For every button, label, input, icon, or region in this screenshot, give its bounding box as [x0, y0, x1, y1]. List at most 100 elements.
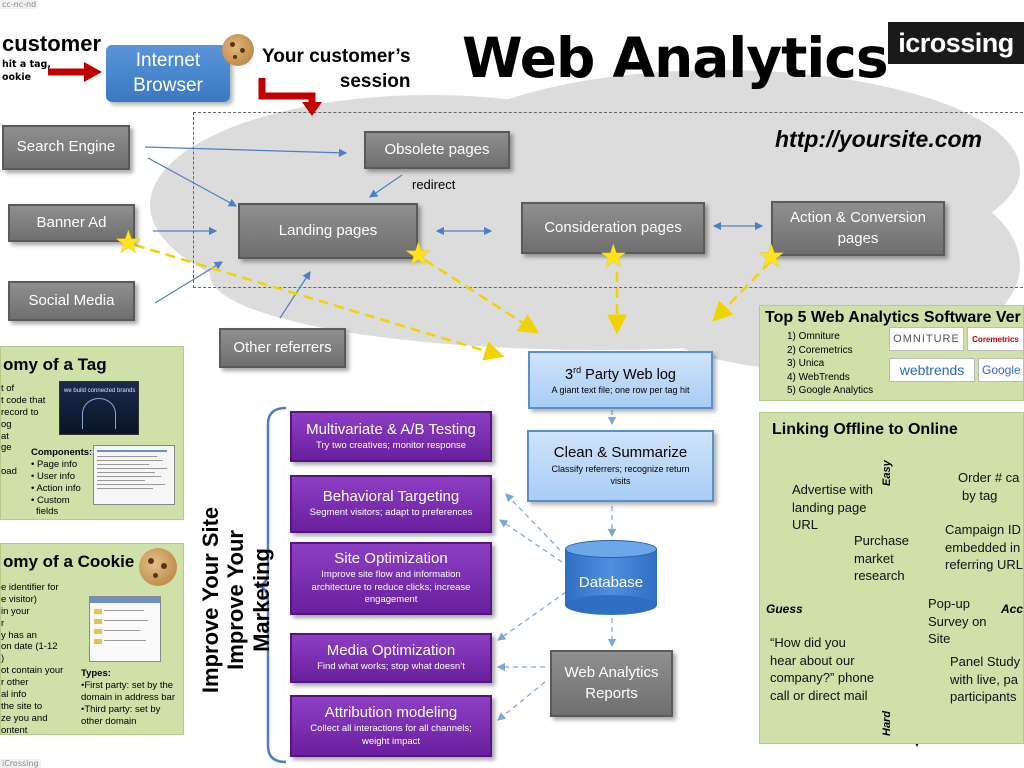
icrossing-logo: icrossing: [888, 22, 1024, 64]
improve-line-1: Improve Your Site: [198, 506, 224, 694]
reports-line-1: Web Analytics: [564, 664, 659, 682]
obsolete-pages-box: Obsolete pages: [364, 131, 510, 169]
cookie-icon: [222, 34, 254, 66]
clean-subtitle: Classify referrers; recognize return vis…: [551, 464, 690, 486]
marketing-title: Multivariate & A/B Testing: [306, 420, 476, 438]
multivariate-testing-box: Multivariate & A/B Testing Try two creat…: [290, 411, 492, 462]
other-referrers-box: Other referrers: [219, 328, 346, 368]
redirect-label: redirect: [412, 177, 456, 192]
watermark-bottom: iCrossing: [0, 759, 41, 768]
consideration-pages-box: Consideration pages: [521, 202, 705, 254]
web-analytics-reports-box: Web Analytics Reports: [550, 650, 673, 717]
page-title: Web Analytics: [462, 26, 889, 90]
website-screenshot-thumbnail: we build connected brands: [59, 381, 139, 435]
cookie-folder-screenshot: [89, 596, 161, 662]
star-icon: ★: [114, 223, 143, 261]
weblog-subtitle: A giant text file; one row per tag hit: [551, 384, 690, 395]
site-url: http://yoursite.com: [775, 126, 983, 152]
logo-text: icrossing: [898, 27, 1014, 58]
code-screenshot-thumbnail: [93, 445, 175, 505]
google-analytics-logo: Google A: [978, 358, 1023, 382]
cookie-image-icon: [139, 548, 177, 586]
omniture-logo: OMNITURE: [889, 327, 964, 351]
marketing-title: Attribution modeling: [324, 704, 458, 722]
marketing-subtitle: Find what works; stop what doesn’t: [317, 661, 465, 673]
quadrant-popup: Pop-up Survey on Site: [928, 596, 987, 647]
session-label: Your customer’s session: [262, 45, 411, 94]
browser-line-2: Browser: [133, 74, 203, 96]
reports-line-2: Reports: [585, 684, 638, 702]
vendor-item: 3) Unica: [787, 358, 825, 369]
session-line-2: session: [339, 70, 411, 92]
watermark-top: cc-nc-nd: [0, 0, 39, 9]
social-media-box: Social Media: [8, 281, 135, 321]
marketing-subtitle: Try two creatives; monitor response: [315, 439, 467, 451]
database-label: Database: [578, 574, 644, 591]
marketing-subtitle: Improve site flow and information archit…: [311, 569, 471, 606]
star-icon: ★: [599, 237, 628, 275]
types-label: Types:: [81, 668, 111, 679]
axis-easy-label: Easy: [881, 460, 893, 486]
webtrends-logo: webtrends: [889, 358, 975, 382]
search-engine-box: Search Engine: [2, 125, 130, 170]
action-line-2: pages: [837, 229, 879, 247]
site-optimization-box: Site Optimization Improve site flow and …: [290, 542, 492, 615]
attribution-modeling-box: Attribution modeling Collect all interac…: [290, 695, 492, 757]
marketing-title: Media Optimization: [326, 642, 456, 660]
quadrant-order: Order # ca by tag: [958, 470, 1020, 503]
vendors-panel: Top 5 Web Analytics Software Ver 1) Omni…: [759, 305, 1024, 401]
marketing-title: Site Optimization: [334, 550, 448, 568]
star-icon: ★: [404, 235, 433, 273]
third-party-weblog-box: 3rd Party Web log A giant text file; one…: [528, 351, 713, 409]
weblog-title: 3rd Party Web log: [565, 365, 676, 383]
action-line-1: Action & Conversion: [790, 209, 926, 227]
quadrant-advertise: Advertise with landing page URL: [792, 482, 873, 533]
axis-hard-label: Hard: [881, 710, 893, 736]
marketing-title: Behavioral Targeting: [322, 488, 460, 506]
vendor-item: 1) Omniture: [787, 331, 840, 342]
quadrant-purchase: Purchase market research: [854, 533, 909, 584]
offline-online-panel: Linking Offline to Online: [759, 412, 1024, 744]
tag-anatomy-panel: omy of a Tag t of t code that record to …: [0, 346, 184, 520]
improve-line-2: Improve Your Marketing: [223, 530, 274, 670]
quadrant-how-did-you-hear: “How did you hear about our company?” ph…: [770, 635, 875, 703]
components-label: Components:: [31, 447, 93, 458]
action-conversion-pages-box: Action & Conversion pages: [771, 201, 945, 256]
site-boundary: [193, 112, 1024, 288]
vendor-item: 4) WebTrends: [787, 371, 850, 383]
tag-components: Components: • Page info • User info • Ac…: [31, 447, 93, 518]
cookie-types: Types: •First party: set by the domain i…: [81, 668, 183, 727]
vendor-item: 5) Google Analytics: [787, 385, 874, 396]
banner-ad-box: Banner Ad: [8, 204, 135, 242]
axis-accurate-label: Acc: [1001, 602, 1024, 616]
tag-panel-left-text: t of t code that record to og at ge oad: [1, 383, 46, 478]
marketing-subtitle: Segment visitors; adapt to preferences: [309, 507, 473, 519]
marketing-subtitle: Collect all interactions for all channel…: [310, 723, 472, 747]
cookie-anatomy-panel: omy of a Cookie e identifier for e visit…: [0, 543, 184, 735]
database-cylinder: Database: [565, 540, 657, 615]
session-line-1: Your customer’s: [262, 46, 411, 67]
clean-title: Clean & Summarize: [553, 444, 688, 462]
landing-pages-box: Landing pages: [238, 203, 418, 259]
improve-label: Improve Your Site Improve Your Marketing: [198, 480, 274, 720]
browser-line-1: Internet: [135, 49, 201, 71]
coremetrics-logo: Coremetrics: [967, 327, 1023, 351]
internet-browser-box: Internet Browser: [106, 45, 230, 102]
tag-panel-title: omy of a Tag: [3, 355, 107, 374]
cookie-panel-left-text: e identifier for e visitor) in your r y …: [1, 582, 64, 735]
cookie-panel-title: omy of a Cookie: [3, 552, 135, 571]
offline-title: Linking Offline to Online: [772, 421, 958, 438]
vendors-list: 1) Omniture 2) Coremetrics 3) Unica 4) W…: [787, 330, 873, 398]
star-icon: ★: [757, 237, 786, 275]
customer-sub-2: ookie: [2, 72, 32, 83]
screenshot-text: we build connected brands: [64, 388, 136, 394]
clean-summarize-box: Clean & Summarize Classify referrers; re…: [527, 430, 714, 502]
vendors-title: Top 5 Web Analytics Software Ver: [765, 309, 1021, 326]
quadrant-panel-study: Panel Study with live, pa participants: [950, 654, 1021, 705]
behavioral-targeting-box: Behavioral Targeting Segment visitors; a…: [290, 475, 492, 533]
vendor-item: 2) Coremetrics: [787, 344, 853, 356]
axis-guess-label: Guess: [766, 602, 803, 616]
customer-sub-1: hit a tag,: [2, 59, 51, 70]
quadrant-campaign: Campaign ID embedded in referring URL: [945, 522, 1024, 573]
customer-title: customer: [2, 31, 102, 56]
